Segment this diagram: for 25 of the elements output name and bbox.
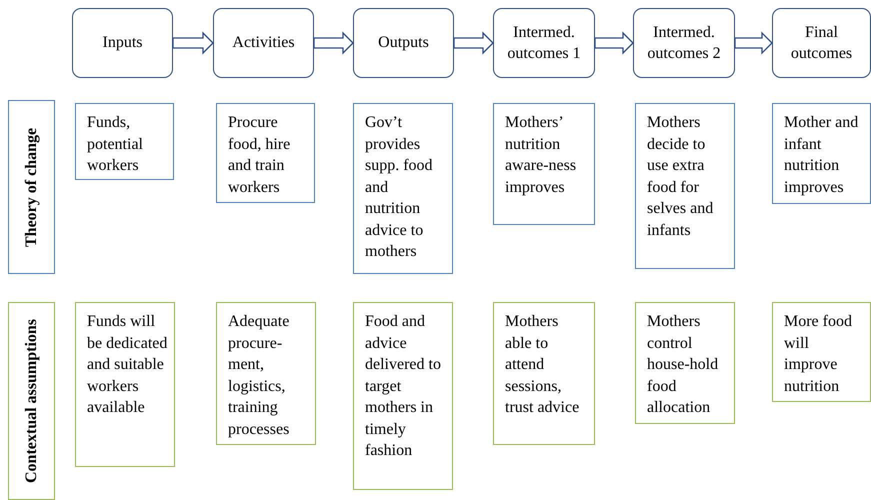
row-header-box: Contextual assumptions [8,302,55,500]
block-arrow [453,31,494,55]
stage-box: Outputs [353,8,454,78]
block-arrow [734,31,773,55]
text-box: Funds, potential workers [75,103,174,180]
text-box: Food and advice delivered to target mothers in timely fashion [353,302,453,490]
block-arrow [594,31,634,55]
block-arrow [172,31,214,55]
text-box: Procure food, hire and train workers [216,103,315,203]
text-box: Mother and infant nutrition improves [772,103,871,204]
stage-box: Inputs [72,8,173,78]
stage-box: Intermed. outcomes 2 [633,8,735,78]
block-arrow [313,31,354,55]
text-box: Adequate procure-ment, logistics, training processes [216,302,316,445]
text-box: Gov’t provides supp. food and nutrition advice to mothers [353,103,453,274]
row-header-box: Theory of change [8,100,55,274]
text-box: Mothers control house-hold food allocation [635,302,735,424]
text-box: Mothers’ nutrition aware-ness improves [493,103,595,225]
stage-box: Intermed. outcomes 1 [493,8,595,78]
text-box: Mothers decide to use extra food for selves and infants [635,103,735,269]
text-box: More food will improve nutrition [772,302,871,402]
text-box: Mothers able to attend sessions, trust advice [493,302,595,445]
stage-box: Activities [213,8,314,78]
stage-box: Final outcomes [772,8,871,78]
text-box: Funds will be dedicated and suitable workers available [75,302,175,467]
